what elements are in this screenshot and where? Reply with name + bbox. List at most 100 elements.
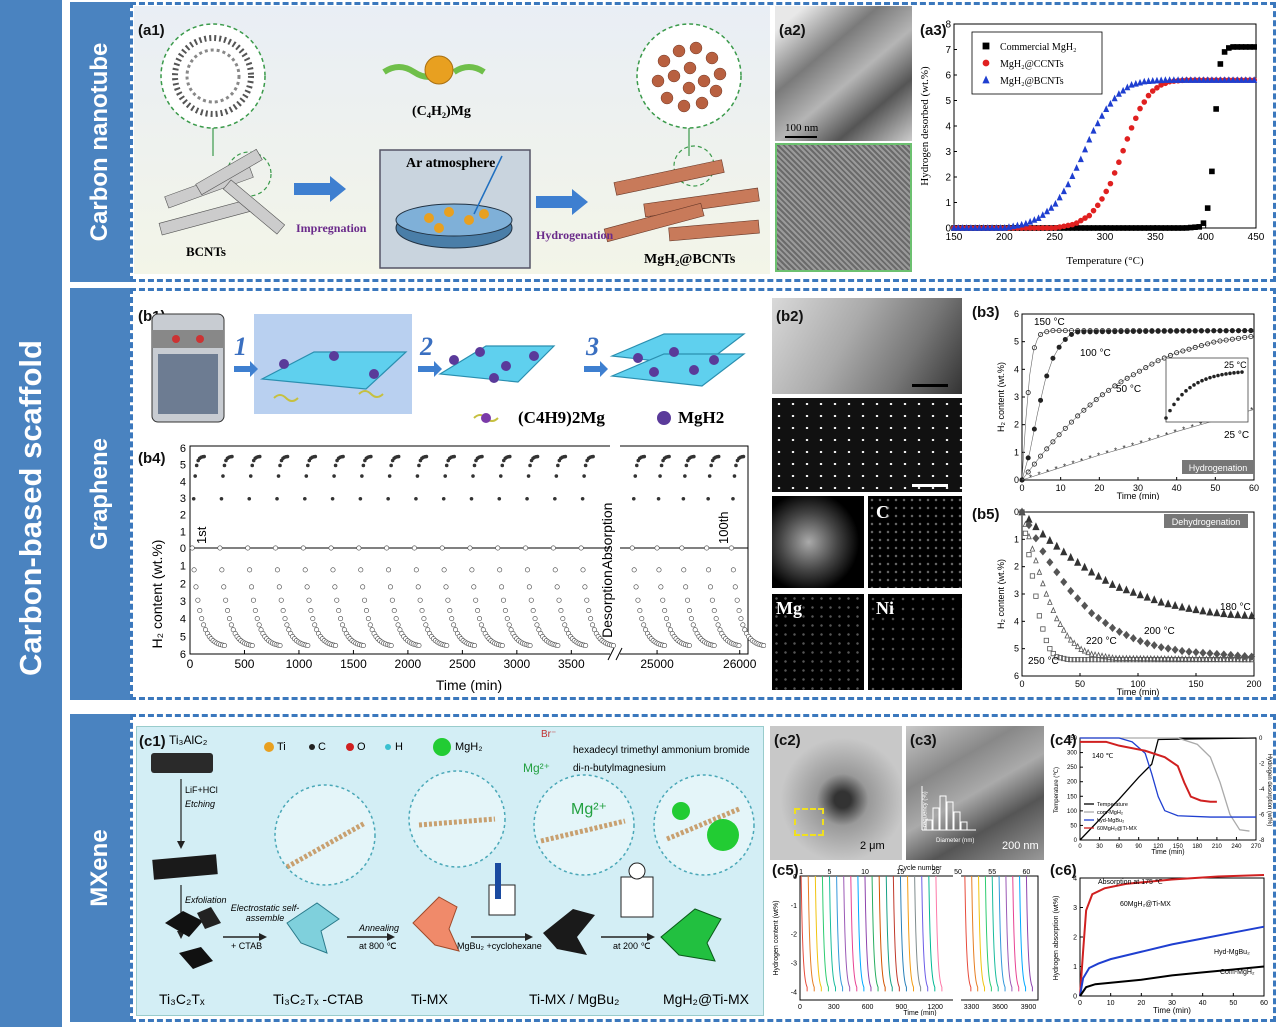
data-point [1071,656,1077,663]
tem-image [906,726,1044,860]
data-point [332,584,338,590]
data-point [1251,76,1258,83]
hydrogenation-temp: at 200 ℃ [613,941,651,951]
section-bar-mxene: MXene [70,714,130,1022]
y-tick-label: 3 [1073,905,1077,912]
x-tick-label: 40 [1172,483,1182,493]
data-point [473,597,479,603]
data-point [1029,573,1036,579]
data-point [1192,605,1200,614]
data-point [1230,76,1237,83]
y-tick-label: 200 [1067,780,1078,786]
data-point [1187,76,1194,83]
data-point [563,454,568,459]
y-tick-label: 7 [945,45,951,56]
data-point [1082,215,1088,221]
eds-map-ni [868,594,962,690]
data-point [312,622,318,628]
data-point [1224,656,1230,663]
data-point [560,616,566,622]
data-point [1092,651,1098,658]
data-point [1153,76,1160,84]
data-point [1241,610,1249,619]
data-point [1157,643,1165,652]
x-tick-label: 60 [1249,483,1259,493]
data-point [1137,328,1143,334]
data-point [734,463,738,468]
cycle-curve [800,875,808,992]
data-point [1038,331,1044,337]
data-point [590,622,596,628]
y-tick-label: 5 [180,631,186,643]
data-point [1094,202,1101,209]
data-point [1103,105,1110,112]
curve-label: 180 °C [1220,602,1251,613]
data-point [1102,652,1109,660]
data-point [1171,645,1179,654]
etch-reagent: LiF+HCl [185,785,218,795]
stage-label-4: Ti-MX / MgBu₂ [529,991,620,1007]
data-point [419,608,425,614]
legend-label: Temperature [1097,802,1128,808]
x-axis-label: Time (min) [1117,491,1160,500]
curve-label: 50 °C [1116,384,1141,395]
data-point [1085,648,1091,656]
y-tick-label: 5 [1014,337,1019,347]
data-point [1248,334,1254,340]
data-point [328,545,334,551]
data-point [667,454,671,459]
section-title-graphene: Graphene [86,437,113,551]
data-point [631,567,637,573]
data-point [1217,338,1223,344]
data-point [556,597,562,603]
data-point [362,597,368,603]
data-point [1075,413,1081,419]
data-point [1014,221,1021,229]
y-tick-label: 100 [1067,809,1078,815]
data-point [1001,224,1008,231]
data-point [1094,119,1101,127]
data-point [476,616,482,622]
data-point [478,622,484,628]
data-point [356,545,362,551]
data-point [276,474,281,478]
data-point [452,454,457,459]
data-point [526,584,532,590]
y-tick-label: 6 [1014,671,1019,681]
data-point [1094,571,1103,580]
data-point [1031,216,1038,223]
series-line [1080,737,1256,818]
data-point [1164,416,1168,420]
data-point [1165,656,1171,663]
y-tick-label: 8 [945,19,951,30]
y-tick-label: 5 [945,96,951,107]
data-point [588,616,594,622]
x-tick-label: 3300 [964,1004,980,1011]
impregnation-label: Impregnation [296,221,367,235]
data-point [664,616,670,622]
data-point [191,497,196,501]
data-point [707,584,713,590]
data-point [690,622,696,628]
x-tick-label: 2000 [395,657,422,671]
curve-label: 60MgH₂@Ti-MX [1120,901,1171,908]
data-point [1166,76,1173,83]
data-point [313,454,318,459]
data-point [633,584,639,590]
data-point [1224,372,1228,376]
data-point [1192,328,1198,334]
data-point [706,567,712,573]
panel-c1: (c1) Ti₃AlC₂ LiF+HCl Etching Exfoliation [136,726,764,1016]
data-point [1204,205,1211,211]
data-point [1132,79,1139,87]
data-point [1164,644,1172,653]
series-line [1080,740,1217,803]
y-axis-label: Hydrogen content (wt%) [773,900,780,975]
data-point [189,545,195,551]
data-point [633,474,638,478]
x-tick-label: 150 [946,232,963,243]
data-point [414,497,418,501]
curve-label: Com-MgH₂ [1220,969,1255,976]
